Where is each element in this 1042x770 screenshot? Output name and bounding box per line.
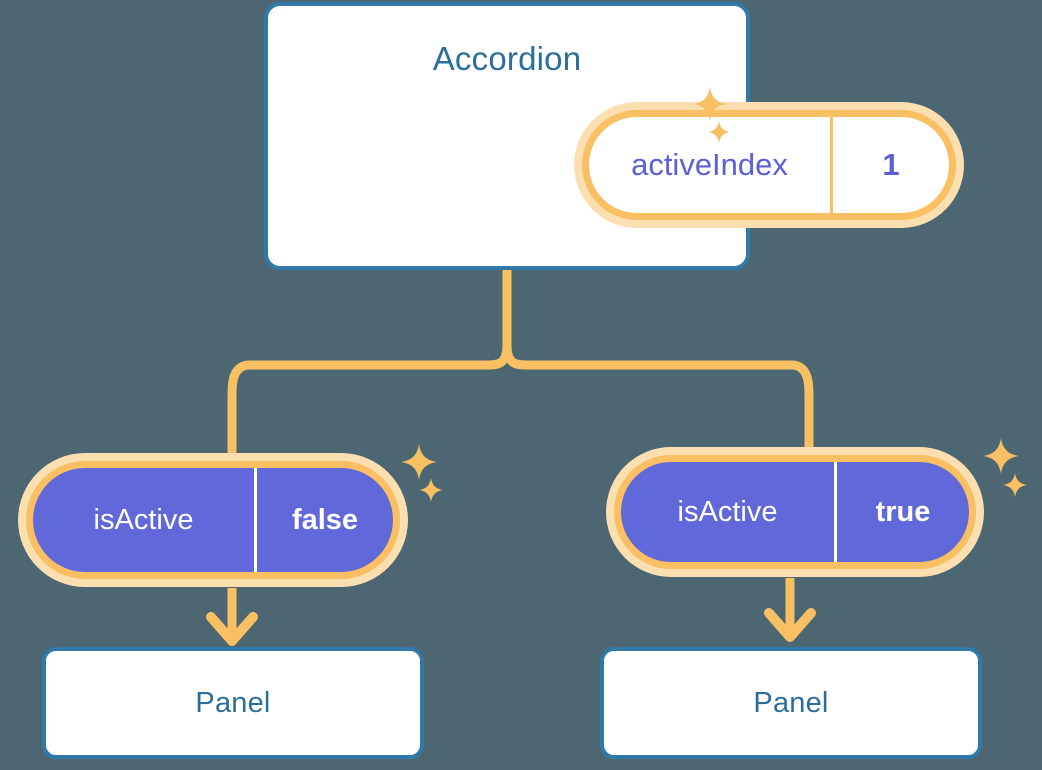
state-pill-inner: activeIndex 1 (582, 110, 956, 220)
state-value-label: true (875, 495, 931, 528)
component-card-accordion[interactable]: Accordion activeIndex 1 (264, 2, 964, 270)
panel-title: Panel (195, 686, 271, 719)
sparkle-icon (400, 443, 438, 481)
state-key-label: isActive (33, 468, 257, 572)
state-pill-active-index[interactable]: activeIndex 1 (574, 102, 964, 228)
state-key-label: isActive (621, 462, 837, 562)
component-card-panel-right[interactable]: Panel (600, 647, 982, 759)
state-pill-inner: isActive false (26, 461, 400, 579)
arrow-down-icon-right (764, 578, 816, 642)
accordion-title: Accordion (432, 40, 582, 77)
state-value-label: 1 (882, 147, 900, 182)
state-key-label: activeIndex (589, 117, 833, 213)
state-pill-is-active-true[interactable]: isActive true (606, 447, 984, 577)
arrow-down-icon-left (206, 588, 258, 646)
connector-to-right-child (502, 340, 814, 457)
panel-title: Panel (753, 686, 829, 719)
state-pill-is-active-false[interactable]: isActive false (18, 453, 408, 587)
state-value-label: false (291, 503, 359, 536)
sparkle-icon (982, 437, 1020, 475)
component-card-panel-left[interactable]: Panel (42, 647, 424, 759)
sparkle-small-icon (418, 477, 444, 503)
state-pill-inner: isActive true (614, 455, 976, 569)
connector-to-left-child (227, 340, 512, 460)
sparkle-small-icon (1002, 472, 1028, 498)
